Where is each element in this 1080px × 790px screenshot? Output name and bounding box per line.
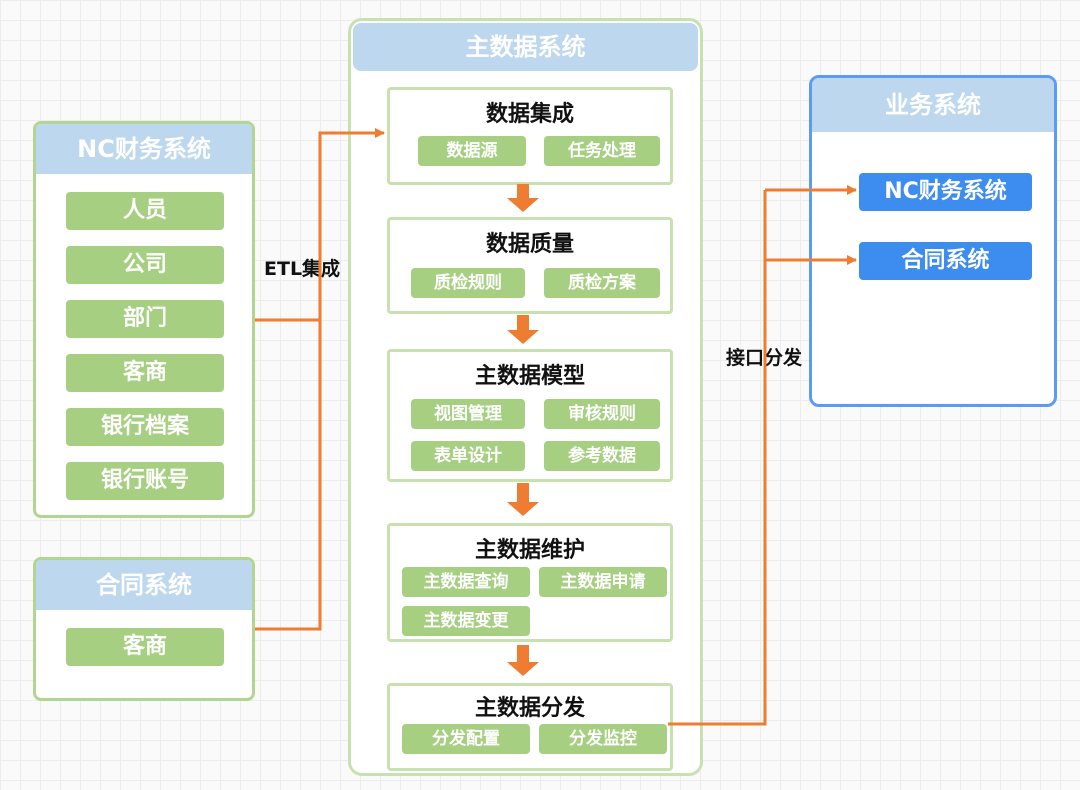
business-item-nc-finance[interactable]: NC财务系统 xyxy=(859,173,1032,211)
contract-system-title: 合同系统 xyxy=(36,560,252,610)
item-data-source[interactable]: 数据源 xyxy=(418,136,526,166)
stage-master-data-distribution: 主数据分发 分发配置 分发监控 xyxy=(387,683,673,771)
item-distribution-monitor[interactable]: 分发监控 xyxy=(539,724,667,754)
item-task-processing[interactable]: 任务处理 xyxy=(544,136,660,166)
stage-data-integration: 数据集成 数据源 任务处理 xyxy=(387,87,673,185)
item-reference-data[interactable]: 参考数据 xyxy=(544,441,660,471)
nc-item-bank-file[interactable]: 银行档案 xyxy=(66,408,224,446)
item-master-data-change[interactable]: 主数据变更 xyxy=(402,606,530,636)
contract-system-panel: 合同系统 客商 xyxy=(33,557,255,701)
nc-item-company[interactable]: 公司 xyxy=(66,246,224,284)
etl-arrow-to-integration xyxy=(318,128,385,320)
item-quality-plan[interactable]: 质检方案 xyxy=(544,268,660,298)
flow-arrow-integration-to-quality xyxy=(507,184,539,212)
contract-item-customer-supplier[interactable]: 客商 xyxy=(66,628,224,666)
flow-arrow-quality-to-model xyxy=(507,315,539,344)
item-quality-rules[interactable]: 质检规则 xyxy=(411,268,525,298)
item-distribution-config[interactable]: 分发配置 xyxy=(402,724,530,754)
item-audit-rules[interactable]: 审核规则 xyxy=(544,399,660,429)
nc-item-bank-account[interactable]: 银行账号 xyxy=(66,462,224,500)
distribution-line xyxy=(668,190,767,726)
stage-master-data-maintenance: 主数据维护 主数据查询 主数据申请 主数据变更 xyxy=(387,523,673,642)
stage-master-data-model: 主数据模型 视图管理 审核规则 表单设计 参考数据 xyxy=(387,349,673,482)
nc-item-customer-supplier[interactable]: 客商 xyxy=(66,354,224,392)
etl-line-contract xyxy=(255,320,322,631)
stage-data-quality-title: 数据质量 xyxy=(485,232,574,257)
flow-arrow-maintenance-to-distribution xyxy=(507,645,539,676)
stage-data-integration-title: 数据集成 xyxy=(485,102,574,127)
master-data-system-panel: 主数据系统 数据集成 数据源 任务处理 数据质量 质检规则 质检方案 主数据模型… xyxy=(348,18,703,776)
nc-item-person[interactable]: 人员 xyxy=(66,192,224,230)
nc-finance-system-panel: NC财务系统 人员 公司 部门 客商 银行档案 银行账号 xyxy=(33,121,255,518)
master-data-system-title: 主数据系统 xyxy=(353,23,698,71)
stage-master-data-model-title: 主数据模型 xyxy=(474,364,585,389)
business-item-contract[interactable]: 合同系统 xyxy=(859,242,1032,280)
item-form-design[interactable]: 表单设计 xyxy=(411,441,525,471)
nc-finance-system-title: NC财务系统 xyxy=(36,124,252,174)
flow-arrow-model-to-maintenance xyxy=(507,483,539,516)
business-system-panel: 业务系统 NC财务系统 合同系统 xyxy=(809,75,1057,407)
stage-master-data-maintenance-title: 主数据维护 xyxy=(474,538,585,563)
nc-item-department[interactable]: 部门 xyxy=(66,300,224,338)
item-view-management[interactable]: 视图管理 xyxy=(411,399,525,429)
business-system-title: 业务系统 xyxy=(812,78,1054,132)
stage-data-quality: 数据质量 质检规则 质检方案 xyxy=(387,217,673,314)
stage-master-data-distribution-title: 主数据分发 xyxy=(474,696,585,721)
item-master-data-request[interactable]: 主数据申请 xyxy=(539,567,667,597)
item-master-data-query[interactable]: 主数据查询 xyxy=(402,567,530,597)
